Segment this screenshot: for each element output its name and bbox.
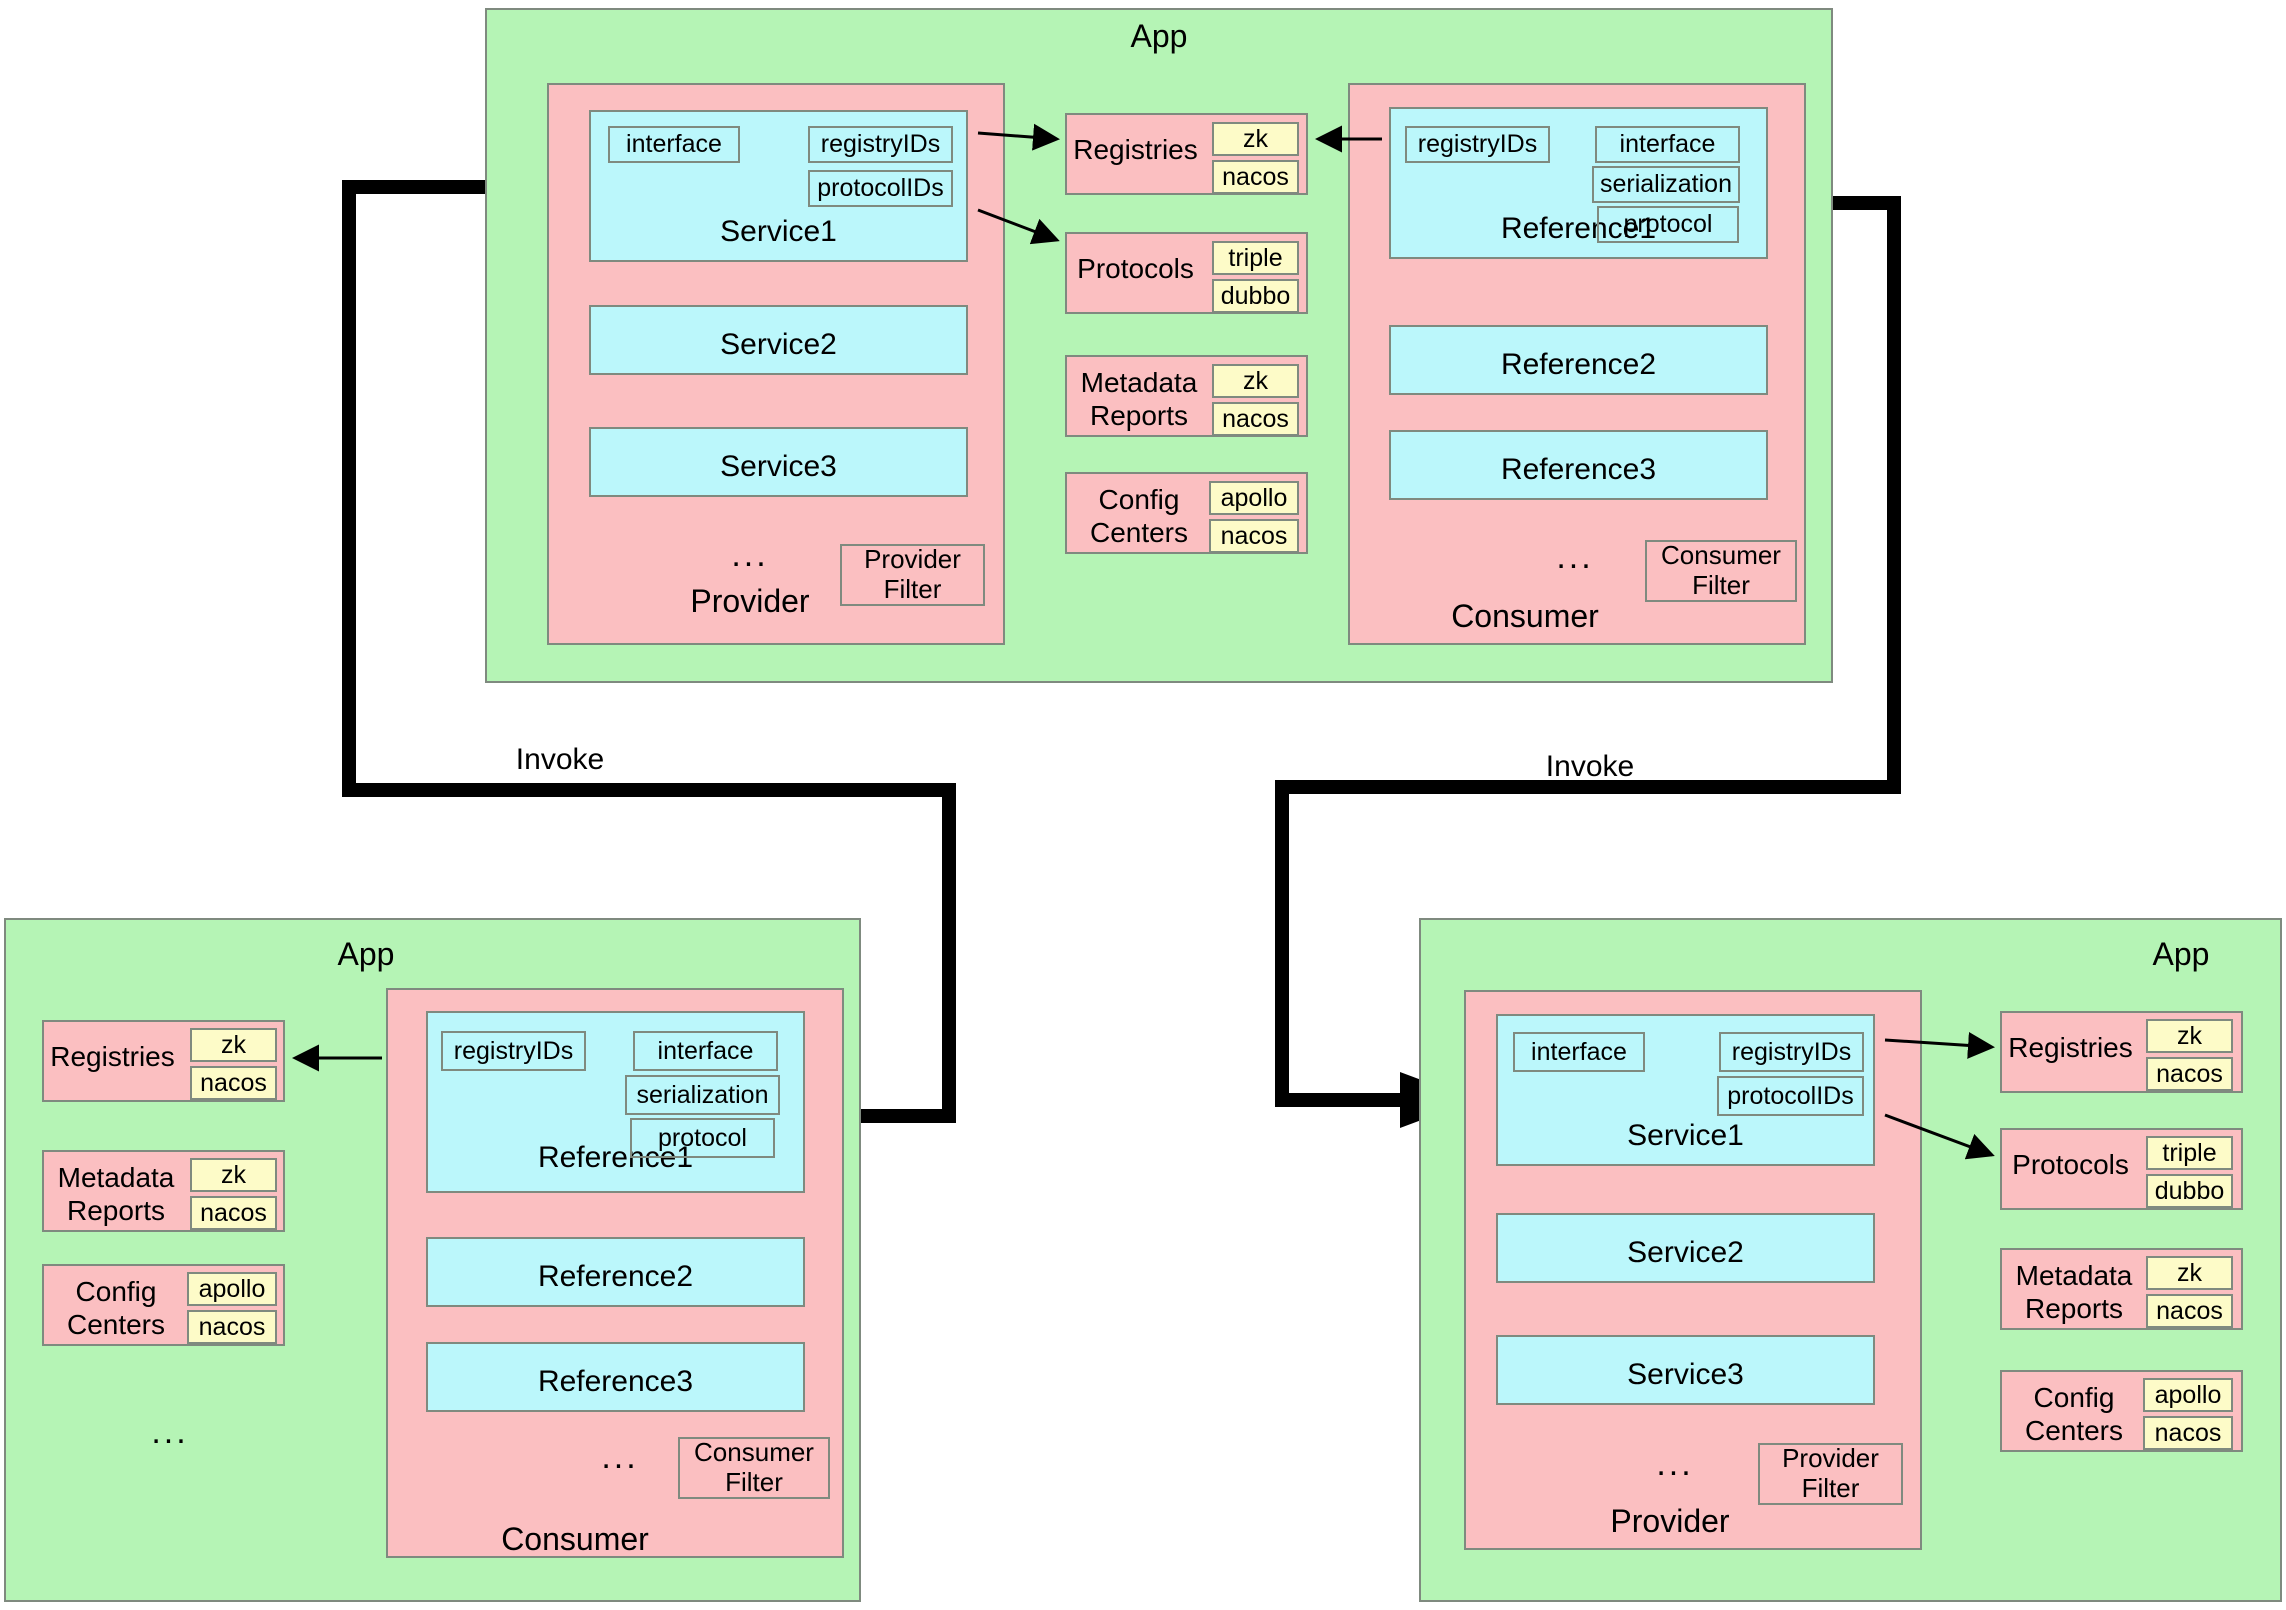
bottom-left-infra-config-centers-label: Config Centers: [66, 1276, 166, 1341]
bottom-left-consumer-reference1-attr-protocol: protocol: [630, 1118, 775, 1158]
bottom-right-provider-service2-name: Service2: [1627, 1236, 1744, 1269]
bottom-right-infra-metadata-reports-value-zk: zk: [2146, 1256, 2233, 1290]
top-consumer-title: Consumer: [1451, 598, 1599, 634]
top-provider-service1-name: Service1: [720, 215, 837, 248]
top-infra-config-centers-value-nacos: nacos: [1209, 519, 1299, 553]
right-invoke-label: Invoke: [1545, 750, 1635, 783]
bottom-left-consumer-reference2: Reference2: [426, 1237, 805, 1307]
bottom-right-infra-registries-value-zk: zk: [2146, 1019, 2233, 1053]
right-invoke-connector-horizontal-bottom: [1275, 780, 1901, 794]
bottom-left-consumer-reference1-attr-serialization: serialization: [625, 1075, 780, 1115]
bottom-right-provider-service1-attr-registryids: registryIDs: [1719, 1032, 1864, 1072]
top-provider-service2: Service2: [589, 305, 968, 375]
bottom-left-app-title: App: [337, 936, 395, 972]
top-provider-ellipsis: ...: [731, 536, 769, 574]
top-infra-registries-label: Registries: [1073, 134, 1198, 165]
bottom-right-provider-service1-name: Service1: [1627, 1119, 1744, 1152]
bottom-left-consumer-reference1: Reference1: [426, 1011, 805, 1193]
right-invoke-connector-into-service: [1275, 1093, 1412, 1107]
bottom-right-provider-service3: Service3: [1496, 1335, 1875, 1405]
top-consumer-reference1-attr-protocol: protocol: [1597, 206, 1739, 243]
bottom-right-infra-protocols-label: Protocols: [2012, 1149, 2129, 1180]
top-infra-registries-value-zk: zk: [1212, 122, 1299, 156]
left-invoke-label: Invoke: [515, 743, 605, 776]
bottom-left-infra-metadata-reports-value-nacos: nacos: [190, 1196, 277, 1230]
bottom-left-consumer-ellipsis: ...: [601, 1438, 639, 1476]
top-provider-title: Provider: [690, 583, 810, 619]
top-consumer-reference1: Reference1: [1389, 107, 1768, 259]
bottom-left-infra-registries-value-zk: zk: [190, 1028, 277, 1062]
bottom-right-infra-config-centers-value-nacos: nacos: [2143, 1416, 2233, 1450]
top-consumer-filter: Consumer Filter: [1645, 540, 1797, 602]
bottom-left-consumer-reference1-attr-registryids: registryIDs: [441, 1031, 586, 1071]
top-infra-config-centers-value-apollo: apollo: [1209, 481, 1299, 515]
top-infra-protocols-value-dubbo: dubbo: [1212, 279, 1299, 313]
top-consumer-reference1-attr-interface: interface: [1595, 126, 1740, 163]
top-infra-metadata-reports-value-nacos: nacos: [1212, 402, 1299, 436]
right-invoke-connector-vertical: [1887, 196, 1901, 794]
bottom-right-infra-protocols-value-triple: triple: [2146, 1136, 2233, 1170]
bottom-right-infra-metadata-reports: Metadata Reports: [2000, 1248, 2243, 1330]
right-invoke-connector-down-to-service: [1275, 780, 1289, 1101]
bottom-right-infra-protocols-value-dubbo: dubbo: [2146, 1174, 2233, 1208]
top-infra-metadata-reports-label: Metadata Reports: [1080, 367, 1198, 432]
top-consumer-reference1-attr-registryids: registryIDs: [1405, 126, 1550, 163]
bottom-left-infra-config-centers-value-apollo: apollo: [187, 1272, 277, 1306]
bottom-right-provider-title: Provider: [1610, 1503, 1730, 1539]
top-provider-service3-name: Service3: [720, 450, 837, 483]
top-provider-service2-name: Service2: [720, 328, 837, 361]
top-consumer-reference3-name: Reference3: [1500, 453, 1657, 486]
bottom-right-infra-registries-label: Registries: [2008, 1032, 2133, 1063]
top-infra-protocols-label: Protocols: [1077, 253, 1194, 284]
top-consumer-reference1-name: Reference1: [1500, 212, 1657, 245]
bottom-right-provider-filter: Provider Filter: [1758, 1443, 1903, 1505]
top-consumer-reference2: Reference2: [1389, 325, 1768, 395]
bottom-right-infra-metadata-reports-label: Metadata Reports: [2015, 1260, 2133, 1325]
bottom-right-infra-config-centers-value-apollo: apollo: [2143, 1378, 2233, 1412]
bottom-right-provider-service1-attr-protocolids: protocolIDs: [1717, 1076, 1864, 1116]
top-consumer-ellipsis: ...: [1556, 538, 1594, 576]
bottom-right-app-title: App: [2152, 936, 2210, 972]
top-provider-service1-attr-interface: interface: [608, 126, 740, 163]
top-infra-protocols-value-triple: triple: [1212, 241, 1299, 275]
top-provider-service1: Service1: [589, 110, 968, 262]
bottom-right-provider-ellipsis: ...: [1656, 1445, 1694, 1483]
bottom-right-provider-service3-name: Service3: [1627, 1358, 1744, 1391]
bottom-left-infra-registries-label: Registries: [50, 1041, 175, 1072]
top-infra-metadata-reports-value-zk: zk: [1212, 364, 1299, 398]
bottom-right-provider-service1: Service1: [1496, 1014, 1875, 1166]
bottom-left-consumer-reference2-name: Reference2: [537, 1260, 694, 1293]
top-provider-service3: Service3: [589, 427, 968, 497]
bottom-right-infra-metadata-reports-value-nacos: nacos: [2146, 1294, 2233, 1328]
bottom-left-infra-registries-value-nacos: nacos: [190, 1066, 277, 1100]
top-provider-filter: Provider Filter: [840, 544, 985, 606]
bottom-left-consumer-filter: Consumer Filter: [678, 1437, 830, 1499]
top-app-title: App: [1130, 18, 1188, 54]
bottom-left-infra-metadata-reports-label: Metadata Reports: [57, 1162, 175, 1227]
bottom-left-infra-metadata-reports-value-zk: zk: [190, 1158, 277, 1192]
bottom-left-consumer-reference1-attr-interface: interface: [633, 1031, 778, 1071]
bottom-left-infra-config-centers-value-nacos: nacos: [187, 1310, 277, 1344]
bottom-right-infra-registries-value-nacos: nacos: [2146, 1057, 2233, 1091]
left-invoke-connector-down-to-reference: [942, 783, 956, 1123]
top-provider-service1-attr-protocolids: protocolIDs: [808, 170, 953, 207]
left-invoke-connector-horizontal-bottom: [342, 783, 956, 797]
bottom-right-provider-service2: Service2: [1496, 1213, 1875, 1283]
top-consumer-reference3: Reference3: [1389, 430, 1768, 500]
bottom-left-consumer-reference3: Reference3: [426, 1342, 805, 1412]
bottom-right-infra-config-centers-label: Config Centers: [2024, 1382, 2124, 1447]
top-consumer-reference1-attr-serialization: serialization: [1592, 166, 1740, 203]
bottom-left-consumer-title: Consumer: [501, 1521, 649, 1557]
top-provider-service1-attr-registryids: registryIDs: [808, 126, 953, 163]
top-infra-registries-value-nacos: nacos: [1212, 160, 1299, 194]
top-infra-config-centers-label: Config Centers: [1089, 484, 1189, 549]
bottom-left-consumer-reference3-name: Reference3: [537, 1365, 694, 1398]
bottom-left-app-ellipsis: ...: [151, 1413, 189, 1451]
left-invoke-connector-horizontal-top: [342, 180, 492, 194]
left-invoke-connector-vertical: [342, 180, 356, 797]
top-consumer-reference2-name: Reference2: [1500, 348, 1657, 381]
bottom-right-provider-service1-attr-interface: interface: [1513, 1032, 1645, 1072]
